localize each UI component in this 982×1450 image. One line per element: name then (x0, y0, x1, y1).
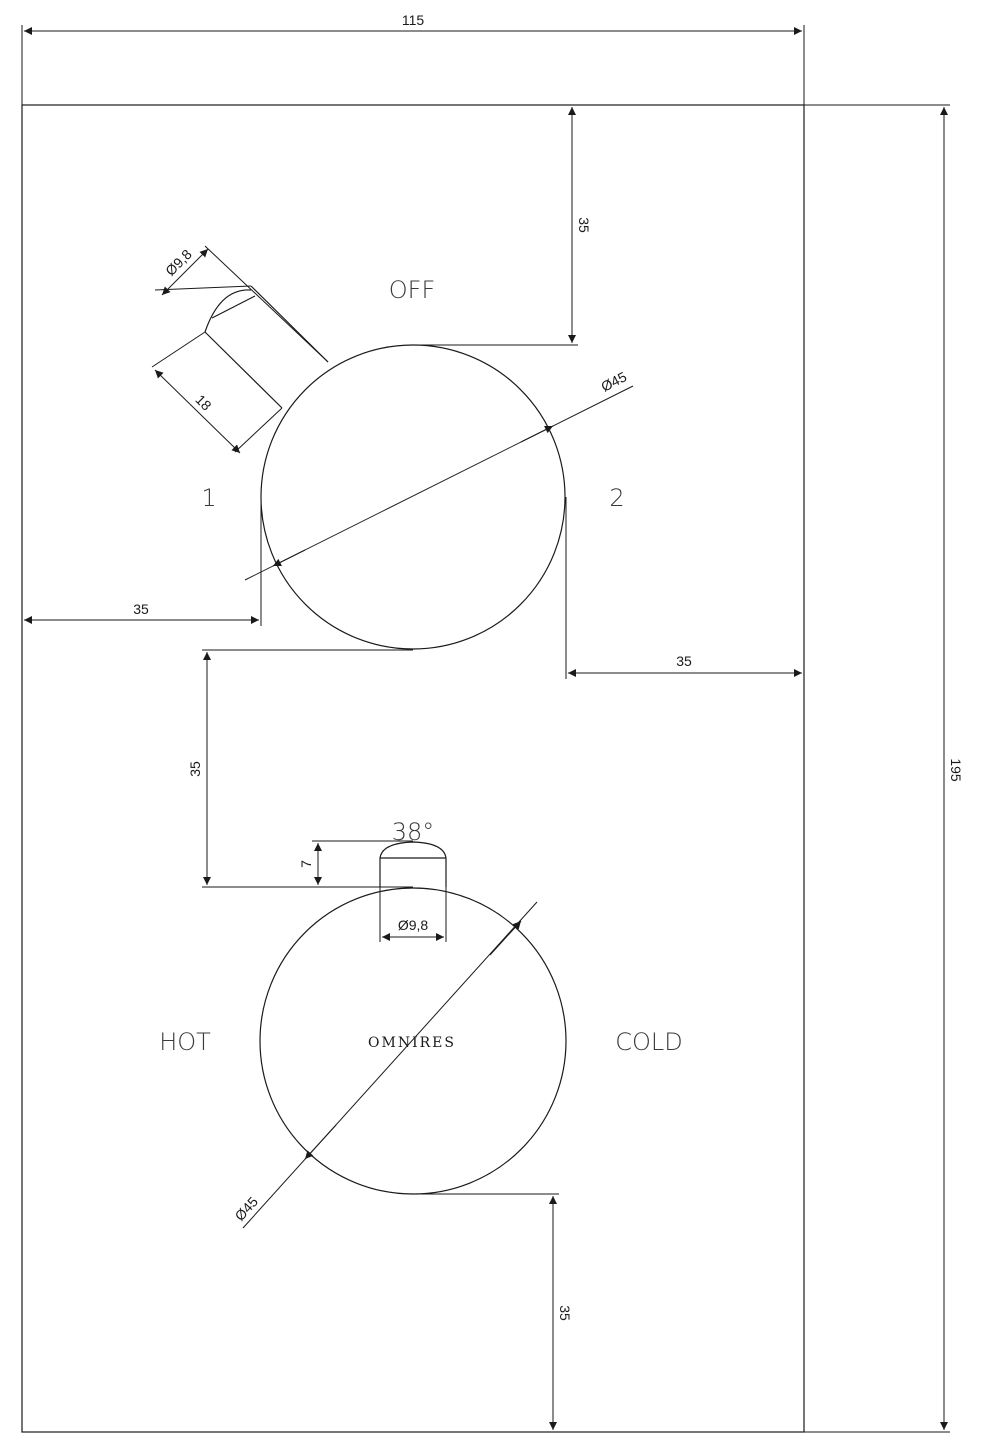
dim-upper-knob-diameter: Ø45 (244, 368, 634, 581)
dim-overall-width: 115 (21, 12, 805, 105)
label-position-2: 2 (609, 484, 624, 512)
dim-upper-left-offset: 35 (24, 497, 262, 626)
dim-upper-lever-length: 18 (151, 331, 283, 454)
dim-overall-height: 195 (804, 104, 964, 1433)
dim-between-knobs: 35 (187, 649, 413, 888)
dim-upper-lever-diameter-label: Ø9,8 (162, 246, 195, 279)
dim-upper-right-offset-label: 35 (676, 653, 692, 669)
label-off: OFF (389, 276, 436, 304)
dim-upper-knob-diameter-label: Ø45 (598, 368, 629, 394)
label-cold: COLD (615, 1028, 683, 1056)
dim-overall-height-label: 195 (948, 758, 964, 782)
dim-lower-lever-diameter-label: Ø9,8 (398, 917, 429, 933)
dim-overall-width-label: 115 (402, 12, 425, 28)
label-angle: 38° (392, 818, 435, 846)
dim-lower-knob-to-bottom-label: 35 (557, 1305, 573, 1321)
dim-lower-knob-to-bottom: 35 (413, 1193, 573, 1430)
label-position-1: 1 (201, 484, 216, 512)
upper-knob (260, 344, 566, 650)
dim-top-to-upper-knob: 35 (413, 107, 592, 346)
dim-lower-lever-height: 7 (298, 840, 413, 885)
cover-plate (21, 104, 805, 1433)
label-hot: HOT (159, 1028, 211, 1056)
dim-lower-knob-diameter-label: Ø45 (231, 1193, 261, 1224)
dim-lower-knob-diameter: Ø45 (231, 901, 538, 1229)
dim-top-to-upper-knob-label: 35 (576, 217, 592, 233)
brand-logo: OMNIRES (368, 1035, 456, 1051)
dim-lower-lever-diameter: Ø9,8 (379, 887, 447, 942)
dim-upper-right-offset: 35 (565, 497, 802, 679)
lower-lever (379, 841, 447, 887)
dim-between-knobs-label: 35 (187, 761, 203, 777)
dim-upper-left-offset-label: 35 (133, 601, 149, 617)
dim-lower-lever-height-label: 7 (298, 860, 314, 868)
dim-upper-lever-diameter: Ø9,8 (154, 245, 329, 363)
